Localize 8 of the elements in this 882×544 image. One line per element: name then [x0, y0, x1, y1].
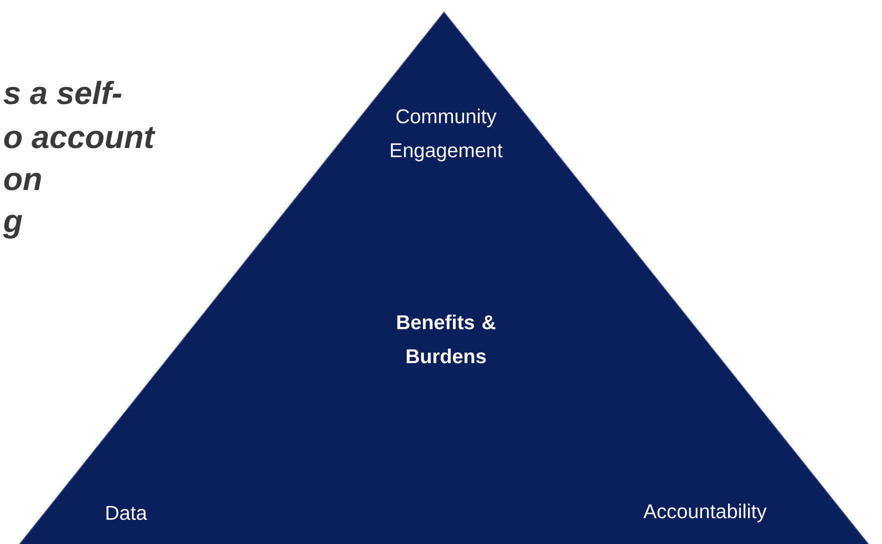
heading-text: on [4, 172, 41, 190]
triangle-label: Benefits & Burdens [397, 314, 496, 364]
triangle-label: Data [106, 506, 148, 520]
heading-text: s a self- [4, 80, 122, 104]
triangle-label: Accountability [643, 504, 767, 522]
heading-text: o account [4, 127, 156, 148]
heading-text: g [3, 214, 22, 239]
triangle-label: Community Engagement [390, 108, 503, 162]
